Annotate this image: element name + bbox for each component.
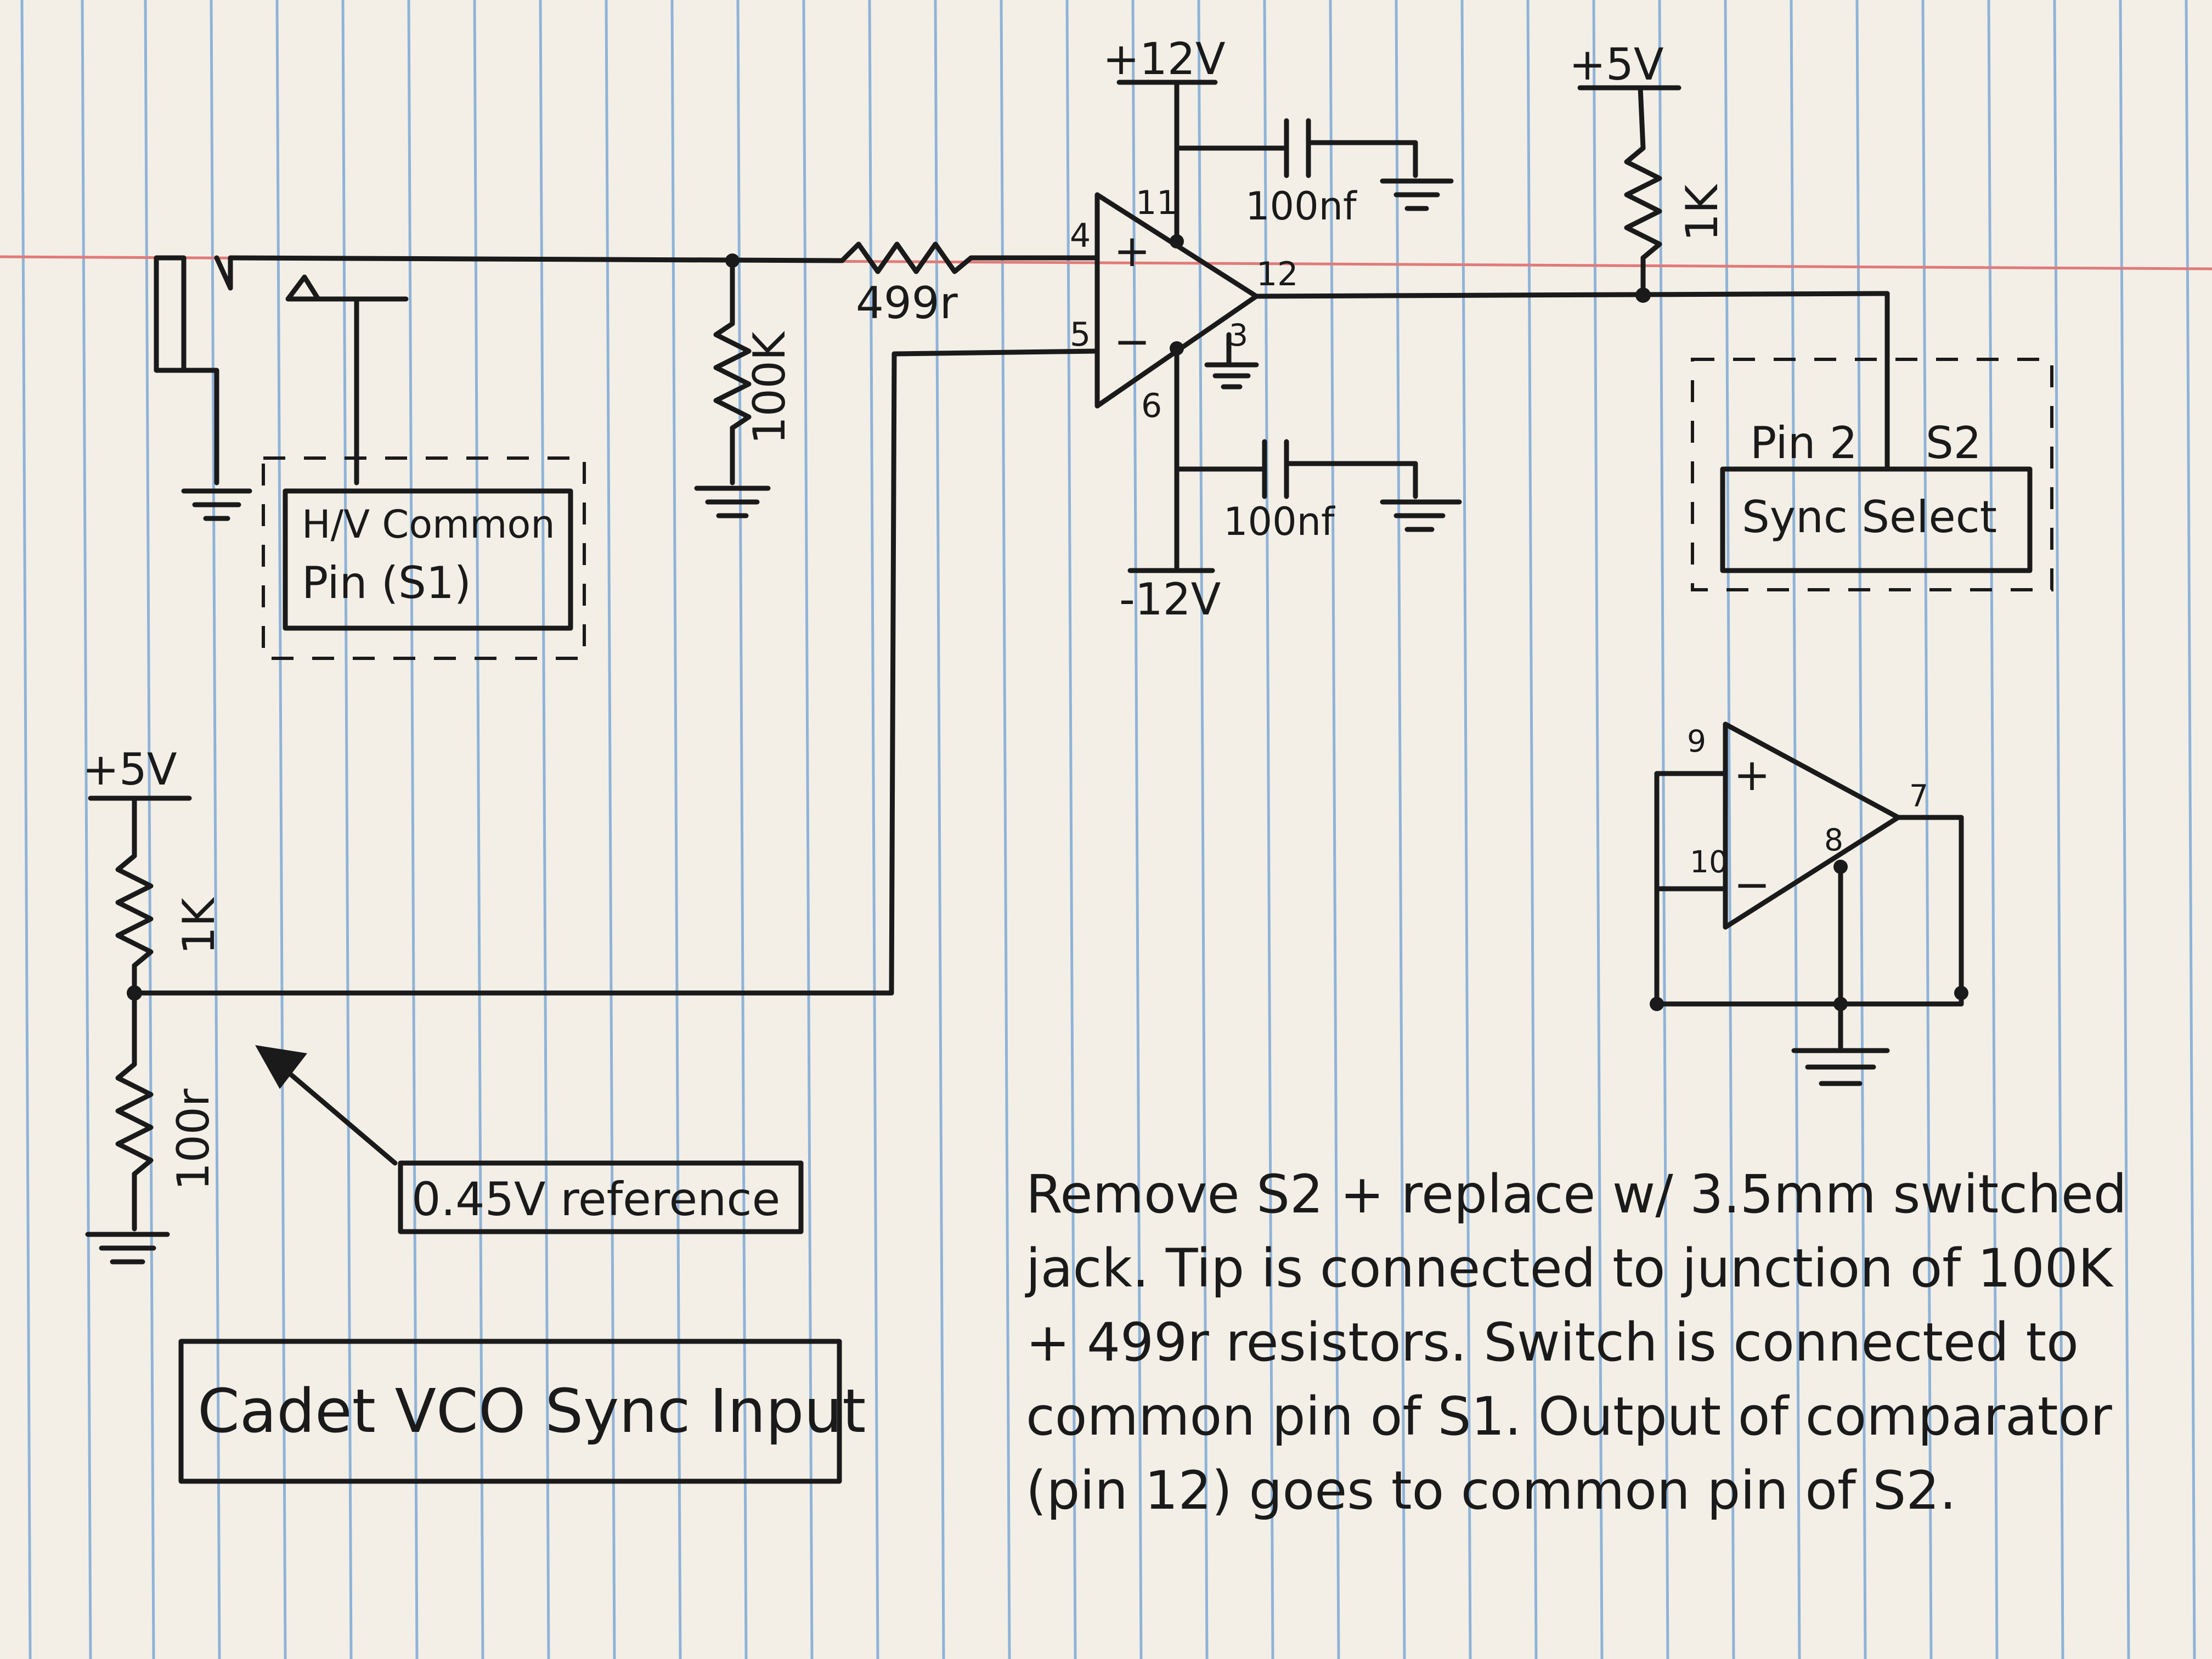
pin-11-label: 11 xyxy=(1136,184,1177,222)
note-line-1: Remove S2 + replace w/ 3.5mm switched xyxy=(1026,1164,2127,1225)
s2-sync-select-label: Sync Select xyxy=(1742,492,1997,543)
note-line-2: jack. Tip is connected to junction of 10… xyxy=(1025,1238,2114,1299)
resistor-1k-left xyxy=(115,795,154,1067)
title-label: Cadet VCO Sync Input xyxy=(198,1376,866,1446)
resistor-499r xyxy=(839,241,1100,274)
resistor-1k-top-label: 1K xyxy=(1677,183,1728,241)
s1-box xyxy=(283,488,573,631)
wire-top-signal xyxy=(228,255,845,263)
ground-symbol-pin3 xyxy=(1204,362,1259,390)
pin-12-label: 12 xyxy=(1256,255,1298,294)
unused-opamp-section xyxy=(1654,721,1964,1086)
s1-dashed-outline xyxy=(262,456,586,660)
pin-5-label: 5 xyxy=(1070,315,1091,354)
pin-7-label: 7 xyxy=(1909,778,1928,814)
title-box xyxy=(178,1339,842,1484)
pin-9-label: 9 xyxy=(1687,724,1706,759)
unused-opamp-plus-sign: + xyxy=(1734,749,1770,800)
reference-box xyxy=(398,1160,804,1234)
opamp-pin6-node xyxy=(1170,341,1184,356)
s1-label-line2: Pin (S1) xyxy=(302,557,471,608)
s2-pin-label: Pin 2 xyxy=(1750,417,1858,469)
junction-output xyxy=(1635,287,1651,303)
s2-name-label: S2 xyxy=(1926,417,1982,469)
reference-arrow xyxy=(255,1045,398,1166)
rail-plus5-left-label: +5V xyxy=(82,744,177,795)
unused-opamp-minus-sign: − xyxy=(1734,859,1770,910)
rail-plus12-label: +12V xyxy=(1103,33,1226,84)
capacitor-bottom-label: 100nf xyxy=(1223,499,1335,544)
unused-opamp-left-node xyxy=(1650,997,1664,1011)
capacitor-top-label: 100nf xyxy=(1245,184,1357,229)
resistor-100r xyxy=(85,1062,170,1265)
ground-symbol-jack xyxy=(181,488,252,521)
pin-3-label: 3 xyxy=(1229,318,1248,353)
unused-opamp-ground-node xyxy=(1833,997,1848,1011)
input-jack-symbol xyxy=(154,255,409,486)
unused-opamp-pin8-node xyxy=(1833,860,1848,874)
s2-box xyxy=(1720,466,2033,573)
pin-10-label: 10 xyxy=(1690,844,1728,879)
rail-plus5-top-label: +5V xyxy=(1569,39,1664,90)
resistor-499r-label: 499r xyxy=(856,278,958,329)
note-line-3: + 499r resistors. Switch is connected to xyxy=(1026,1312,2079,1373)
reference-label: 0.45V reference xyxy=(411,1172,780,1226)
resistor-100k-label: 100K xyxy=(744,330,795,444)
note-line-4: common pin of S1. Output of comparator xyxy=(1026,1386,2112,1447)
rail-minus12-label: -12V xyxy=(1119,574,1221,625)
capacitor-bottom xyxy=(1174,439,1462,532)
resistor-1k-left-label: 1K xyxy=(173,896,224,955)
unused-opamp-right-node xyxy=(1954,986,1968,1000)
opamp-plus-sign: + xyxy=(1114,225,1150,276)
resistor-100k xyxy=(694,258,771,518)
s2-dashed-outline xyxy=(1691,358,2053,591)
pin-4-label: 4 xyxy=(1070,217,1091,255)
capacitor-top xyxy=(1174,118,1454,211)
resistor-100r-label: 100r xyxy=(168,1088,219,1190)
ruled-lines xyxy=(20,0,2196,1659)
pin-8-label: 8 xyxy=(1824,822,1843,857)
modification-note: Remove S2 + replace w/ 3.5mm switched ja… xyxy=(1025,1164,2127,1521)
pin-6-label: 6 xyxy=(1141,387,1162,425)
s1-label-line1: H/V Common xyxy=(302,502,555,547)
opamp-minus-sign: − xyxy=(1114,316,1150,367)
opamp-pin11-node xyxy=(1170,234,1184,249)
note-line-5: (pin 12) goes to common pin of S2. xyxy=(1026,1460,1956,1521)
